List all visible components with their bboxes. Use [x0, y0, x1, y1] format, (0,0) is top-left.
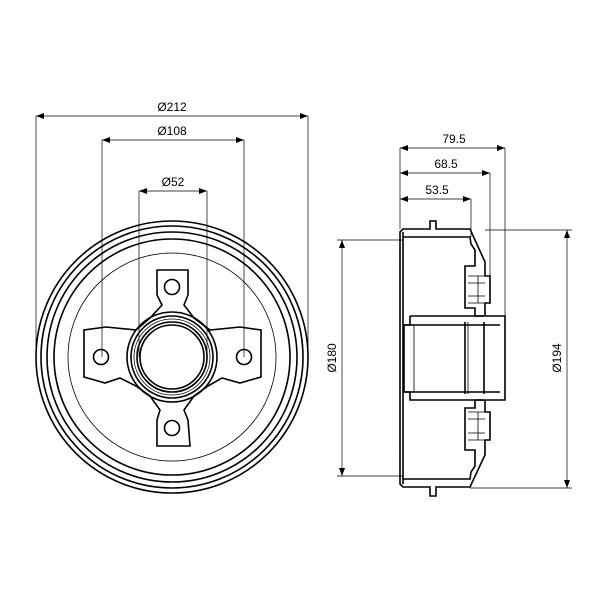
- dim-height-3: 53.5: [425, 183, 449, 197]
- mounting-flange: [83, 269, 262, 447]
- dim-outer-diameter: Ø212: [157, 100, 187, 114]
- front-view: Ø212 Ø108 Ø52: [35, 100, 309, 494]
- bolt-hole: [92, 348, 110, 366]
- bolt-hole: [163, 419, 181, 437]
- dim-total-height: 79.5: [442, 132, 466, 146]
- bolt-hole: [163, 278, 181, 296]
- dim-bolt-circle: Ø108: [157, 124, 187, 138]
- dim-inner-diameter: Ø180: [325, 343, 339, 373]
- dim-center-bore: Ø52: [162, 175, 185, 189]
- dim-height-2: 68.5: [434, 157, 458, 171]
- side-view: 79.5 68.5 53.5 Ø180 Ø194: [325, 132, 572, 497]
- dim-outer-diameter-side: Ø194: [550, 343, 564, 373]
